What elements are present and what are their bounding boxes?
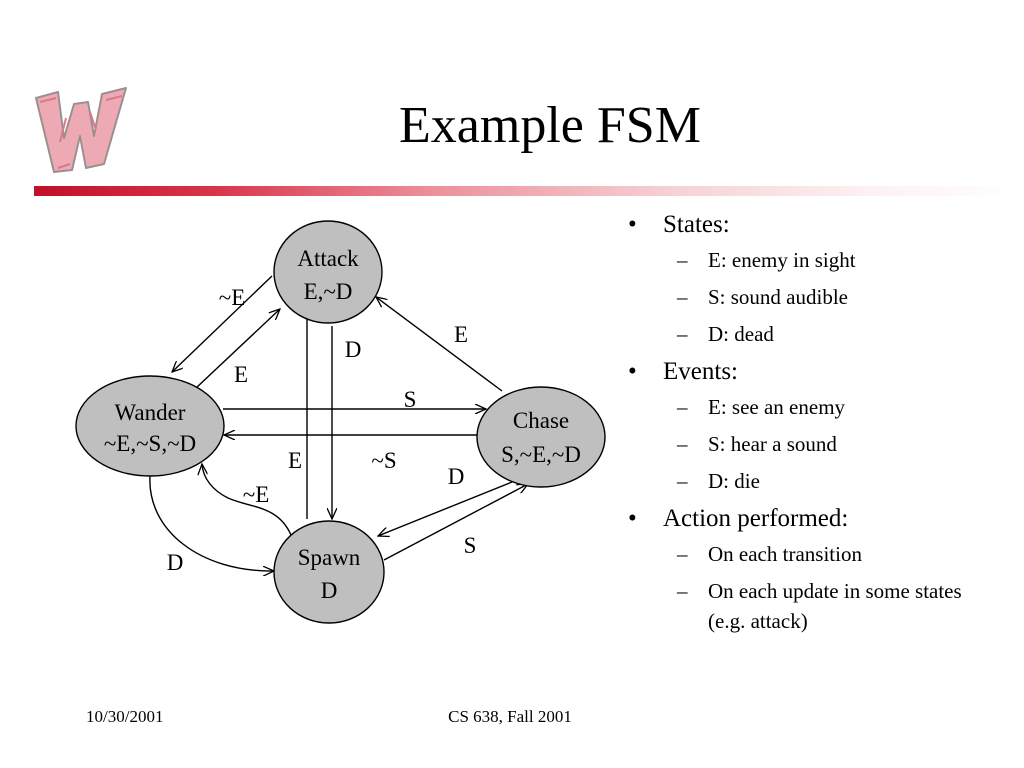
state-spawn-node [273, 520, 385, 624]
fsm-diagram: Attack E,~D Wander ~E,~S,~D Chase S,~E,~… [75, 220, 606, 624]
dash-marker: – [677, 469, 688, 493]
label-spawn-wander: ~E [243, 482, 270, 507]
sub-bullet: –S: hear a sound [663, 429, 1010, 459]
sub-bullet: –S: sound audible [663, 282, 1010, 312]
sub-bullet-text: D: die [708, 469, 760, 493]
label-attack-wander: ~E [219, 285, 246, 310]
edge-spawn-wander [202, 464, 292, 536]
label-spawn-chase: S [464, 533, 477, 558]
sub-bullet-text: On each update in some states (e.g. atta… [708, 579, 962, 633]
edge-wander-attack [195, 309, 280, 389]
state-chase-name: Chase [513, 408, 569, 433]
state-spawn-conditions: D [321, 578, 338, 603]
dash-marker: – [677, 248, 688, 272]
wisconsin-w-logo-icon [35, 87, 127, 173]
sub-bullet: –On each transition [663, 539, 1010, 569]
title-divider [34, 186, 1024, 196]
sub-bullet-text: S: sound audible [708, 285, 848, 309]
sub-bullet: –E: enemy in sight [663, 245, 1010, 275]
dash-marker: – [677, 542, 688, 566]
dash-marker: – [677, 395, 688, 419]
label-spawn-attack: E [288, 448, 302, 473]
edge-chase-attack [376, 297, 503, 392]
sub-bullet-text: S: hear a sound [708, 432, 837, 456]
bullet-events: • Events: –E: see an enemy –S: hear a so… [620, 357, 1010, 496]
edge-attack-wander [172, 275, 273, 372]
state-spawn-name: Spawn [298, 545, 361, 570]
sub-bullet: –E: see an enemy [663, 392, 1010, 422]
label-wander-spawn: D [167, 550, 184, 575]
sub-bullet-text: E: enemy in sight [708, 248, 856, 272]
footer-course: CS 638, Fall 2001 [448, 707, 572, 726]
bullet-text: Action performed: [663, 505, 849, 532]
sub-bullet-text: On each transition [708, 542, 862, 566]
dash-marker: – [677, 285, 688, 309]
state-wander-node [75, 375, 225, 477]
bullet-action-performed: • Action performed: –On each transition … [620, 504, 1010, 636]
dash-marker: – [677, 322, 688, 346]
dash-marker: – [677, 432, 688, 456]
state-wander-name: Wander [115, 400, 186, 425]
state-attack-node [273, 220, 383, 324]
slide-title: Example FSM [399, 97, 701, 154]
label-wander-chase: S [404, 387, 417, 412]
bullet-states: • States: –E: enemy in sight –S: sound a… [620, 210, 1010, 349]
state-chase-conditions: S,~E,~D [501, 442, 581, 467]
sub-bullet: –D: dead [663, 319, 1010, 349]
sub-bullet: –D: die [663, 466, 1010, 496]
label-chase-spawn: D [448, 464, 465, 489]
state-attack-conditions: E,~D [304, 279, 353, 304]
state-chase-node [476, 386, 606, 488]
bullet-text: Events: [663, 358, 738, 385]
bullet-marker: • [628, 358, 637, 385]
label-attack-spawn: D [345, 337, 362, 362]
edge-wander-spawn [149, 475, 274, 571]
edge-chase-spawn [378, 481, 513, 536]
dash-marker: – [677, 579, 688, 603]
label-chase-wander: ~S [371, 448, 396, 473]
bullet-text: States: [663, 211, 730, 238]
label-chase-attack: E [454, 322, 468, 347]
edge-spawn-chase [383, 484, 528, 561]
state-attack-name: Attack [297, 246, 359, 271]
sub-bullet: –On each update in some states (e.g. att… [663, 576, 1010, 636]
bullet-list: • States: –E: enemy in sight –S: sound a… [620, 210, 1010, 644]
sub-bullet-text: E: see an enemy [708, 395, 846, 419]
label-wander-attack: E [234, 362, 248, 387]
footer-date: 10/30/2001 [86, 707, 164, 726]
bullet-marker: • [628, 505, 637, 532]
sub-bullet-text: D: dead [708, 322, 774, 346]
bullet-marker: • [628, 211, 637, 238]
state-wander-conditions: ~E,~S,~D [104, 431, 196, 456]
